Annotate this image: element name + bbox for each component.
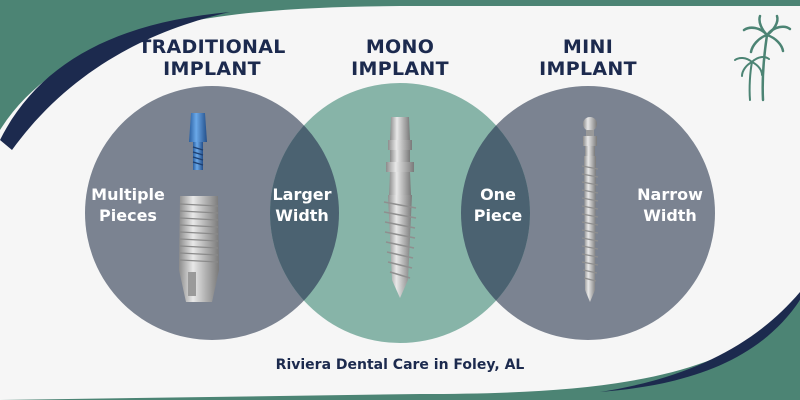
traditional-abutment-image — [189, 113, 207, 170]
palm-tree-icon — [734, 14, 792, 102]
label-line: Piece — [473, 206, 523, 225]
title-mini-implant: MINI IMPLANT — [488, 36, 688, 80]
label-line: Narrow — [637, 185, 703, 204]
title-line: TRADITIONAL — [138, 36, 286, 58]
title-line: MONO — [365, 36, 435, 58]
mono-implant-image — [383, 117, 417, 298]
title-mono-implant: MONO IMPLANT — [300, 36, 500, 80]
label-line: Pieces — [99, 206, 157, 225]
title-traditional-implant: TRADITIONAL IMPLANT — [112, 36, 312, 80]
title-line: IMPLANT — [163, 58, 261, 80]
title-line: IMPLANT — [351, 58, 449, 80]
label-line: Width — [643, 206, 697, 225]
title-line: MINI — [562, 36, 614, 58]
label-line: Larger — [272, 185, 332, 204]
footer-caption: Riviera Dental Care in Foley, AL — [275, 357, 525, 373]
label-line: One — [480, 185, 516, 204]
label-one-piece: One Piece — [458, 184, 538, 226]
label-line: Width — [275, 206, 329, 225]
navy-swoosh-right — [600, 292, 800, 392]
label-line: Multiple — [91, 185, 165, 204]
navy-swoosh-left — [0, 12, 230, 150]
traditional-implant-body-image — [179, 196, 219, 302]
title-line: IMPLANT — [539, 58, 637, 80]
label-larger-width: Larger Width — [262, 184, 342, 226]
mini-implant-image — [581, 117, 599, 302]
label-narrow-width: Narrow Width — [622, 184, 718, 226]
label-multiple-pieces: Multiple Pieces — [80, 184, 176, 226]
